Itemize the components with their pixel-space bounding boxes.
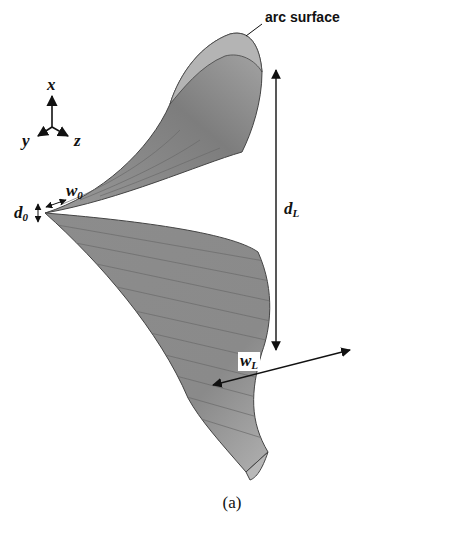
dimension-label: w0 (66, 182, 83, 201)
part-label: arc surface (265, 10, 340, 24)
dimension-label: d0 (14, 204, 28, 223)
dimension-label: wL (238, 352, 260, 371)
axis-label: x (47, 76, 56, 93)
dimension-label: dL (284, 200, 299, 219)
figure-caption: (a) (223, 494, 242, 511)
axis-label: z (74, 132, 81, 149)
axis-label: y (22, 132, 30, 149)
